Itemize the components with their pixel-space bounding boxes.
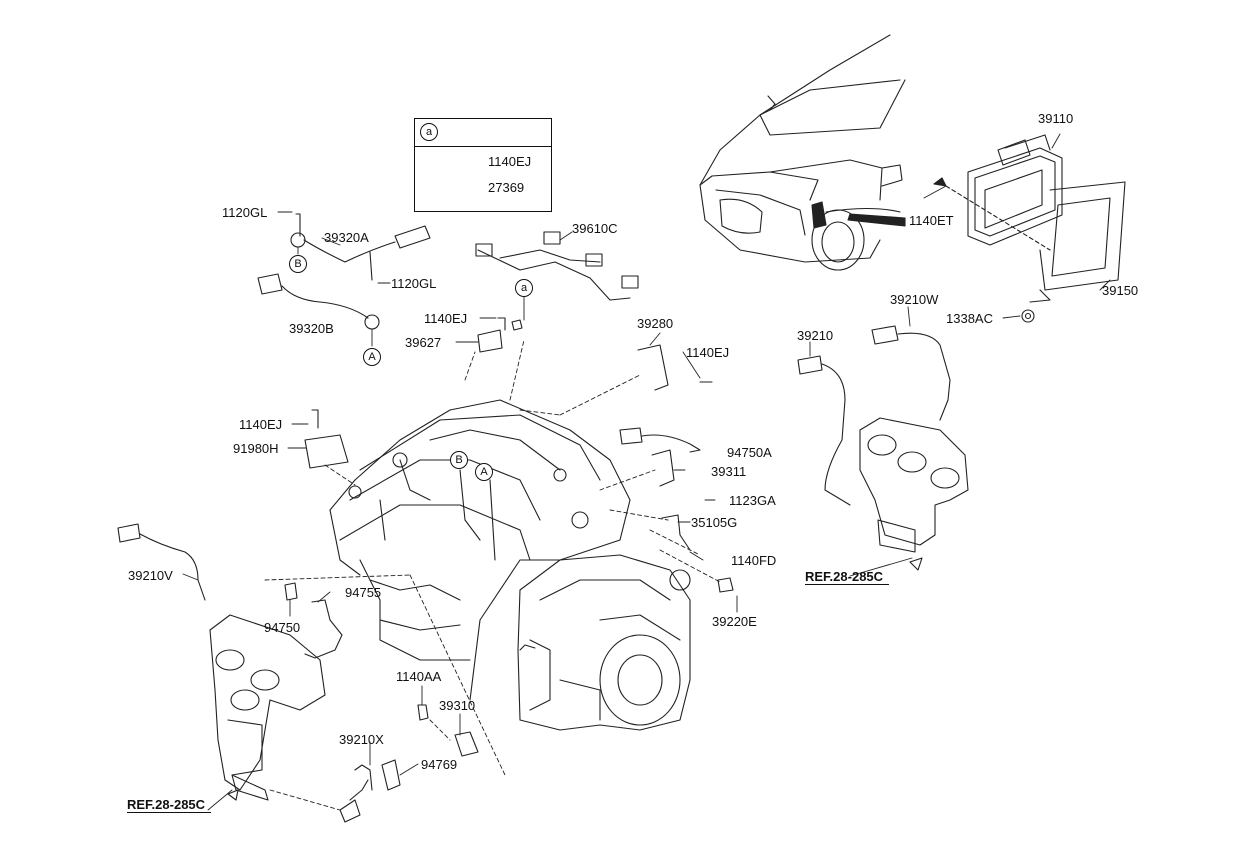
legend-box: a	[414, 118, 552, 212]
label-39210x: 39210X	[339, 732, 384, 747]
label-39610c: 39610C	[572, 221, 618, 236]
label-39110: 39110	[1038, 111, 1074, 126]
label-39280: 39280	[637, 316, 674, 331]
label-39210w: 39210W	[890, 292, 939, 307]
label-39220e: 39220E	[712, 614, 757, 629]
engine-illustration	[329, 399, 691, 731]
label-39150: 39150	[1102, 283, 1139, 298]
label-39320a: 39320A	[324, 230, 369, 245]
vehicle-illustration	[699, 34, 906, 271]
label-1140ej-bracket: 1140EJ	[686, 345, 730, 360]
label-39627: 39627	[405, 335, 442, 350]
ref-label-right[interactable]: REF.28-285C	[805, 569, 890, 585]
label-39210: 39210	[797, 328, 834, 343]
right-manifold-illustration	[797, 325, 969, 553]
label-35105g: 35105G	[691, 515, 738, 530]
label-94769: 94769	[421, 757, 458, 772]
legend-header: a	[415, 119, 551, 147]
marker-b-knock: B	[289, 255, 307, 273]
label-1338ac: 1338AC	[946, 311, 993, 326]
label-1120gl-top: 1120GL	[222, 205, 268, 220]
legend-marker-a: a	[420, 123, 438, 141]
label-39311: 39311	[711, 464, 747, 479]
label-39210v: 39210V	[128, 568, 173, 583]
label-1123ga: 1123GA	[729, 493, 776, 508]
label-1140ej-sensor: 1140EJ	[424, 311, 468, 326]
label-1140aa: 1140AA	[396, 669, 442, 684]
label-91980h: 91980H	[233, 441, 279, 456]
label-1140ej-left: 1140EJ	[239, 417, 283, 432]
small-parts-illustration	[284, 317, 734, 823]
knock-sensor-illustration	[257, 213, 431, 330]
marker-a-bracket: a	[515, 279, 533, 297]
label-1120gl-mid: 1120GL	[391, 276, 437, 291]
legend-part-1140ej: 1140EJ	[488, 154, 532, 169]
label-39320b: 39320B	[289, 321, 334, 336]
ref-label-left[interactable]: REF.28-285C	[127, 797, 212, 813]
label-1140et: 1140ET	[909, 213, 954, 228]
label-94750: 94750	[264, 620, 301, 635]
legend-part-27369: 27369	[488, 180, 525, 195]
marker-a-knock: A	[363, 348, 381, 366]
harness-illustration	[475, 231, 639, 301]
marker-b-engine: B	[450, 451, 468, 469]
label-39310: 39310	[439, 698, 476, 713]
label-94755: 94755	[345, 585, 382, 600]
marker-a-engine: A	[475, 463, 493, 481]
label-94750a: 94750A	[727, 445, 772, 460]
left-manifold-illustration	[117, 523, 326, 801]
ecu-illustration	[933, 134, 1126, 323]
label-1140fd: 1140FD	[731, 553, 777, 568]
